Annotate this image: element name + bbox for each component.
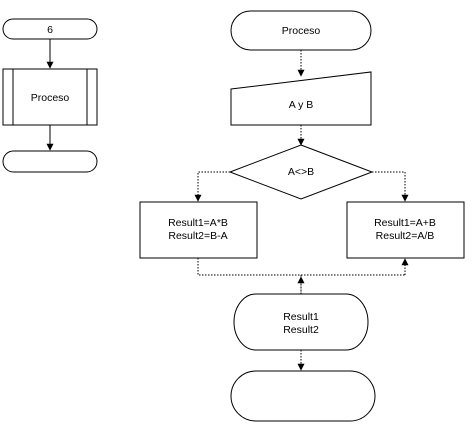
- right-branch-line2: Result2=A/B: [376, 230, 435, 242]
- right-branch-line1: Result1=A+B: [374, 217, 436, 229]
- input-label: A y B: [289, 99, 314, 111]
- arrow-decision-to-right-branch: [372, 171, 409, 202]
- left-predefined-process: [2, 68, 98, 126]
- left-branch-process: [139, 201, 258, 259]
- start-label: Proceso: [282, 25, 321, 37]
- main-flow: Proceso A y B A<>B Result1=A*B Result2=B…: [139, 10, 465, 422]
- manual-input-shape: [230, 71, 372, 126]
- display-line1: Result1: [283, 311, 319, 323]
- right-branch-process: [346, 201, 465, 259]
- left-flow: 6 Proceso: [2, 18, 98, 173]
- decision-label: A<>B: [288, 166, 314, 178]
- display-line2: Result2: [283, 324, 319, 336]
- decision-diamond: [228, 144, 374, 200]
- arrow-decision-to-left-branch: [194, 171, 230, 202]
- merge-line-from-left: [197, 258, 405, 276]
- left-branch-line1: Result1=A*B: [168, 217, 228, 229]
- display-shape: [233, 293, 369, 351]
- left-branch-line2: Result2=B-A: [168, 230, 227, 242]
- left-process-label: Proceso: [31, 92, 70, 104]
- end-terminator: [230, 370, 376, 422]
- left-connector-label: 6: [47, 24, 53, 36]
- left-end-terminator: [2, 150, 98, 173]
